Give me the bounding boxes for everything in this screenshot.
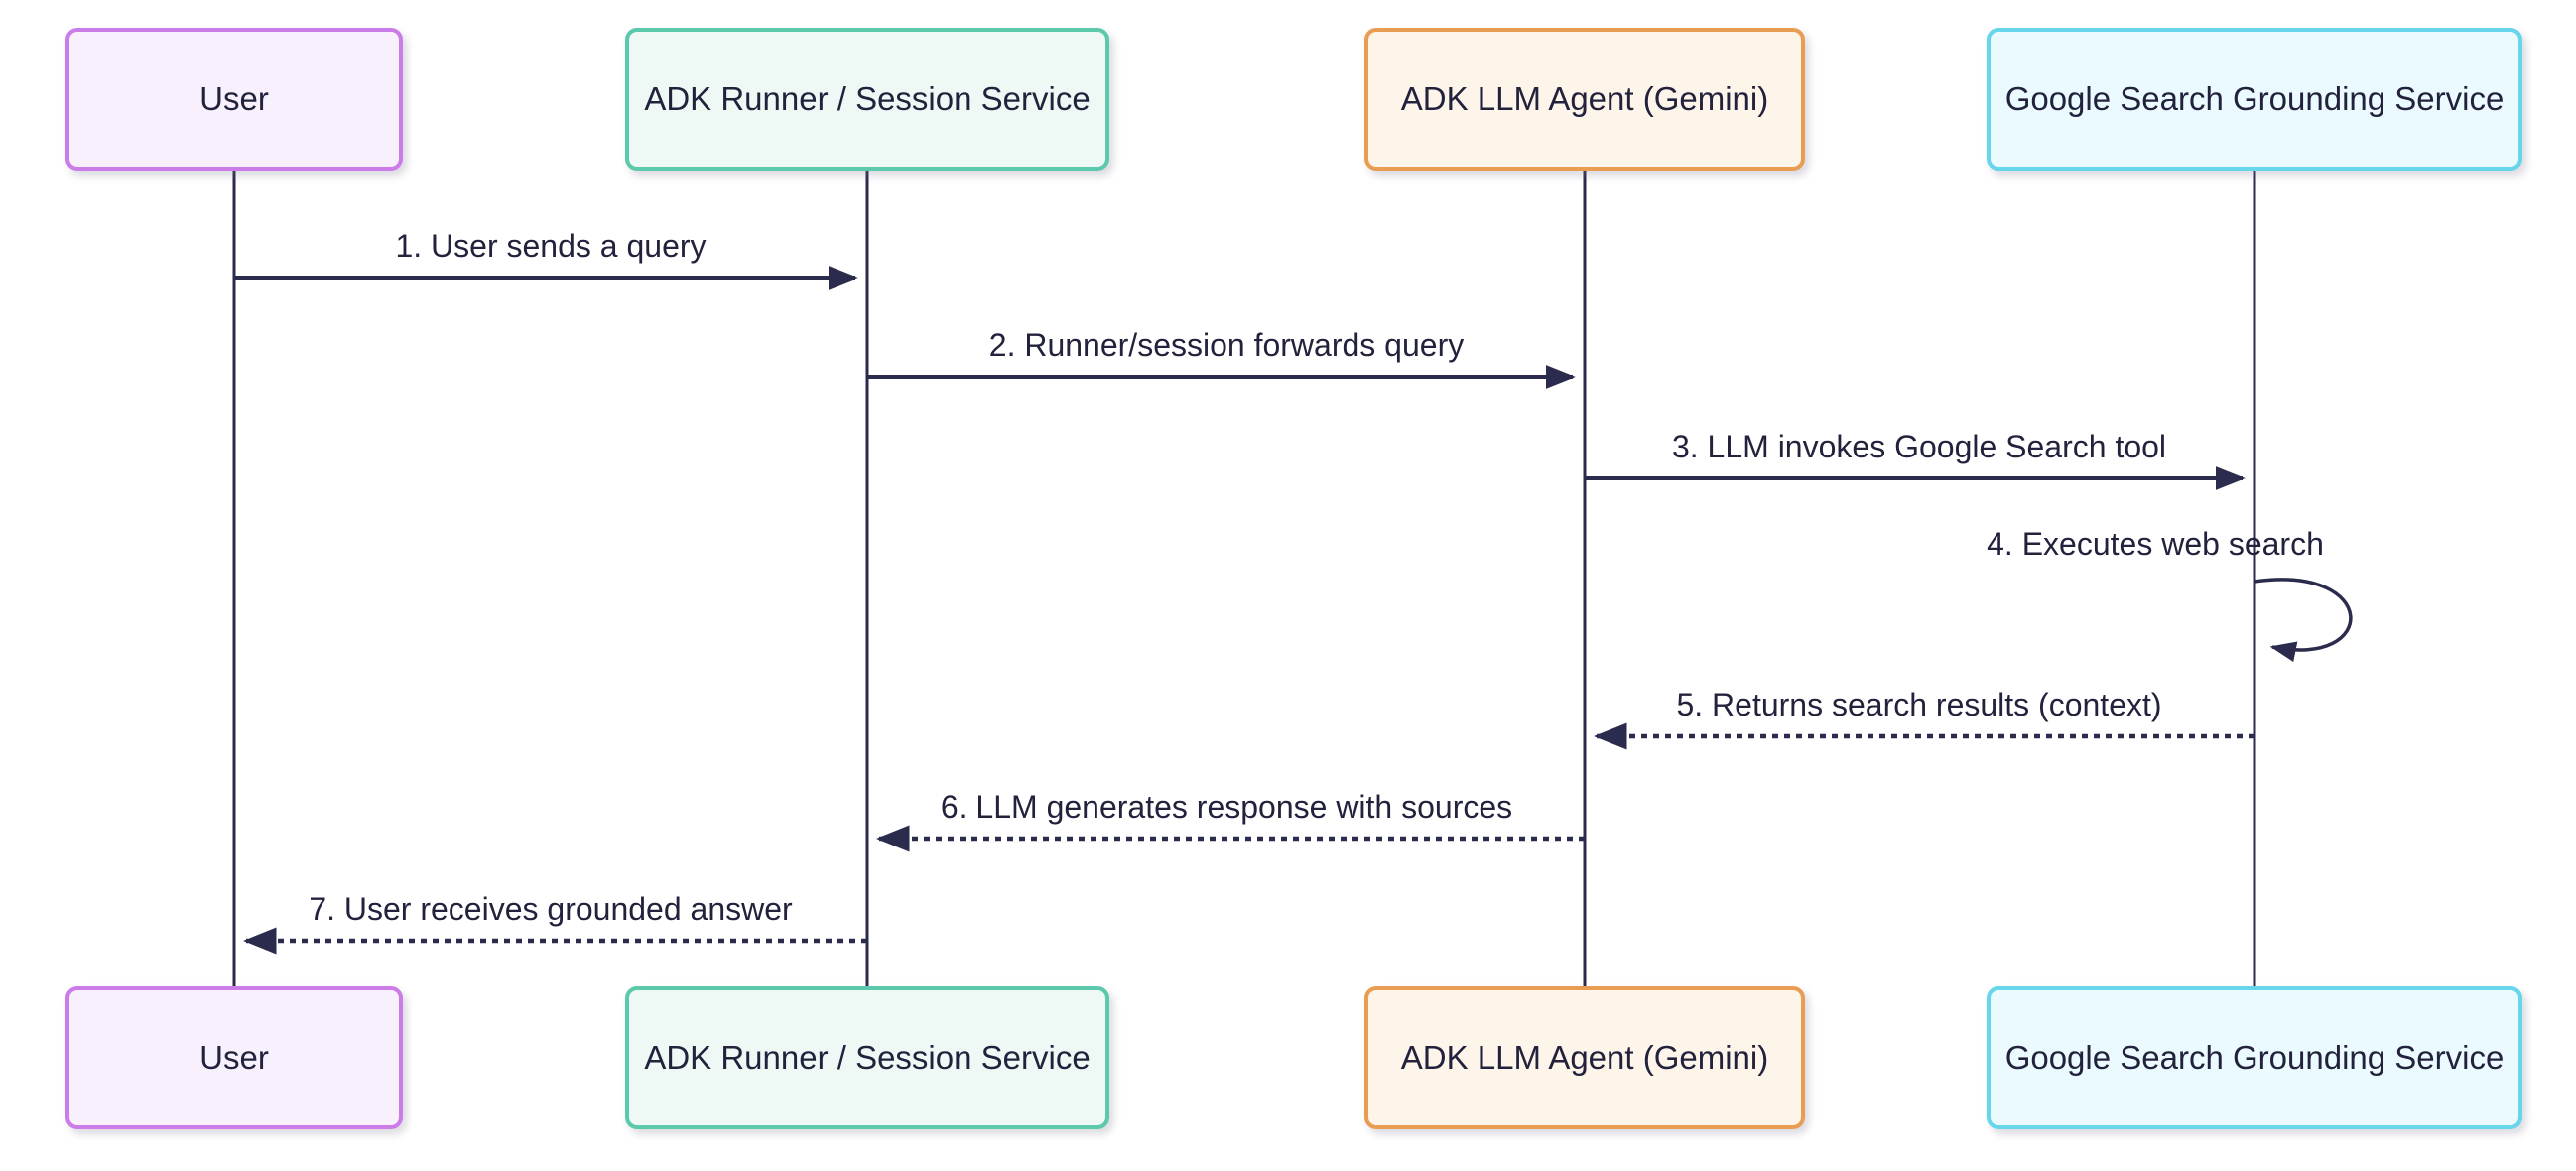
participant-adk-runner-top: ADK Runner / Session Service <box>625 28 1109 171</box>
participant-adk-llm-agent-bottom: ADK LLM Agent (Gemini) <box>1364 986 1805 1129</box>
participant-label: Google Search Grounding Service <box>2004 79 2505 117</box>
participant-label: ADK Runner / Session Service <box>644 79 1091 117</box>
participant-google-search-bottom: Google Search Grounding Service <box>1987 986 2522 1129</box>
participant-adk-llm-agent-top: ADK LLM Agent (Gemini) <box>1364 28 1805 171</box>
message-1-label: 1. User sends a query <box>395 228 707 264</box>
message-4-self-loop-arrow <box>2254 578 2353 663</box>
message-2-label: 2. Runner/session forwards query <box>988 327 1465 363</box>
participant-user-top: User <box>65 28 403 171</box>
participant-user-bottom: User <box>65 986 403 1129</box>
participant-label: ADK LLM Agent (Gemini) <box>1400 79 1769 117</box>
participant-label: User <box>199 79 269 117</box>
message-4-label: 4. Executes web search <box>1987 526 2324 562</box>
participant-adk-runner-bottom: ADK Runner / Session Service <box>625 986 1109 1129</box>
message-6-label: 6. LLM generates response with sources <box>940 789 1513 825</box>
participant-label: Google Search Grounding Service <box>2004 1038 2505 1076</box>
participant-label: User <box>199 1038 269 1076</box>
participant-label: ADK Runner / Session Service <box>644 1038 1091 1076</box>
participant-label: ADK LLM Agent (Gemini) <box>1400 1038 1769 1076</box>
message-7-label: 7. User receives grounded answer <box>309 891 793 927</box>
message-5-label: 5. Returns search results (context) <box>1676 687 2162 722</box>
message-3-label: 3. LLM invokes Google Search tool <box>1671 429 2167 464</box>
participant-google-search-top: Google Search Grounding Service <box>1987 28 2522 171</box>
